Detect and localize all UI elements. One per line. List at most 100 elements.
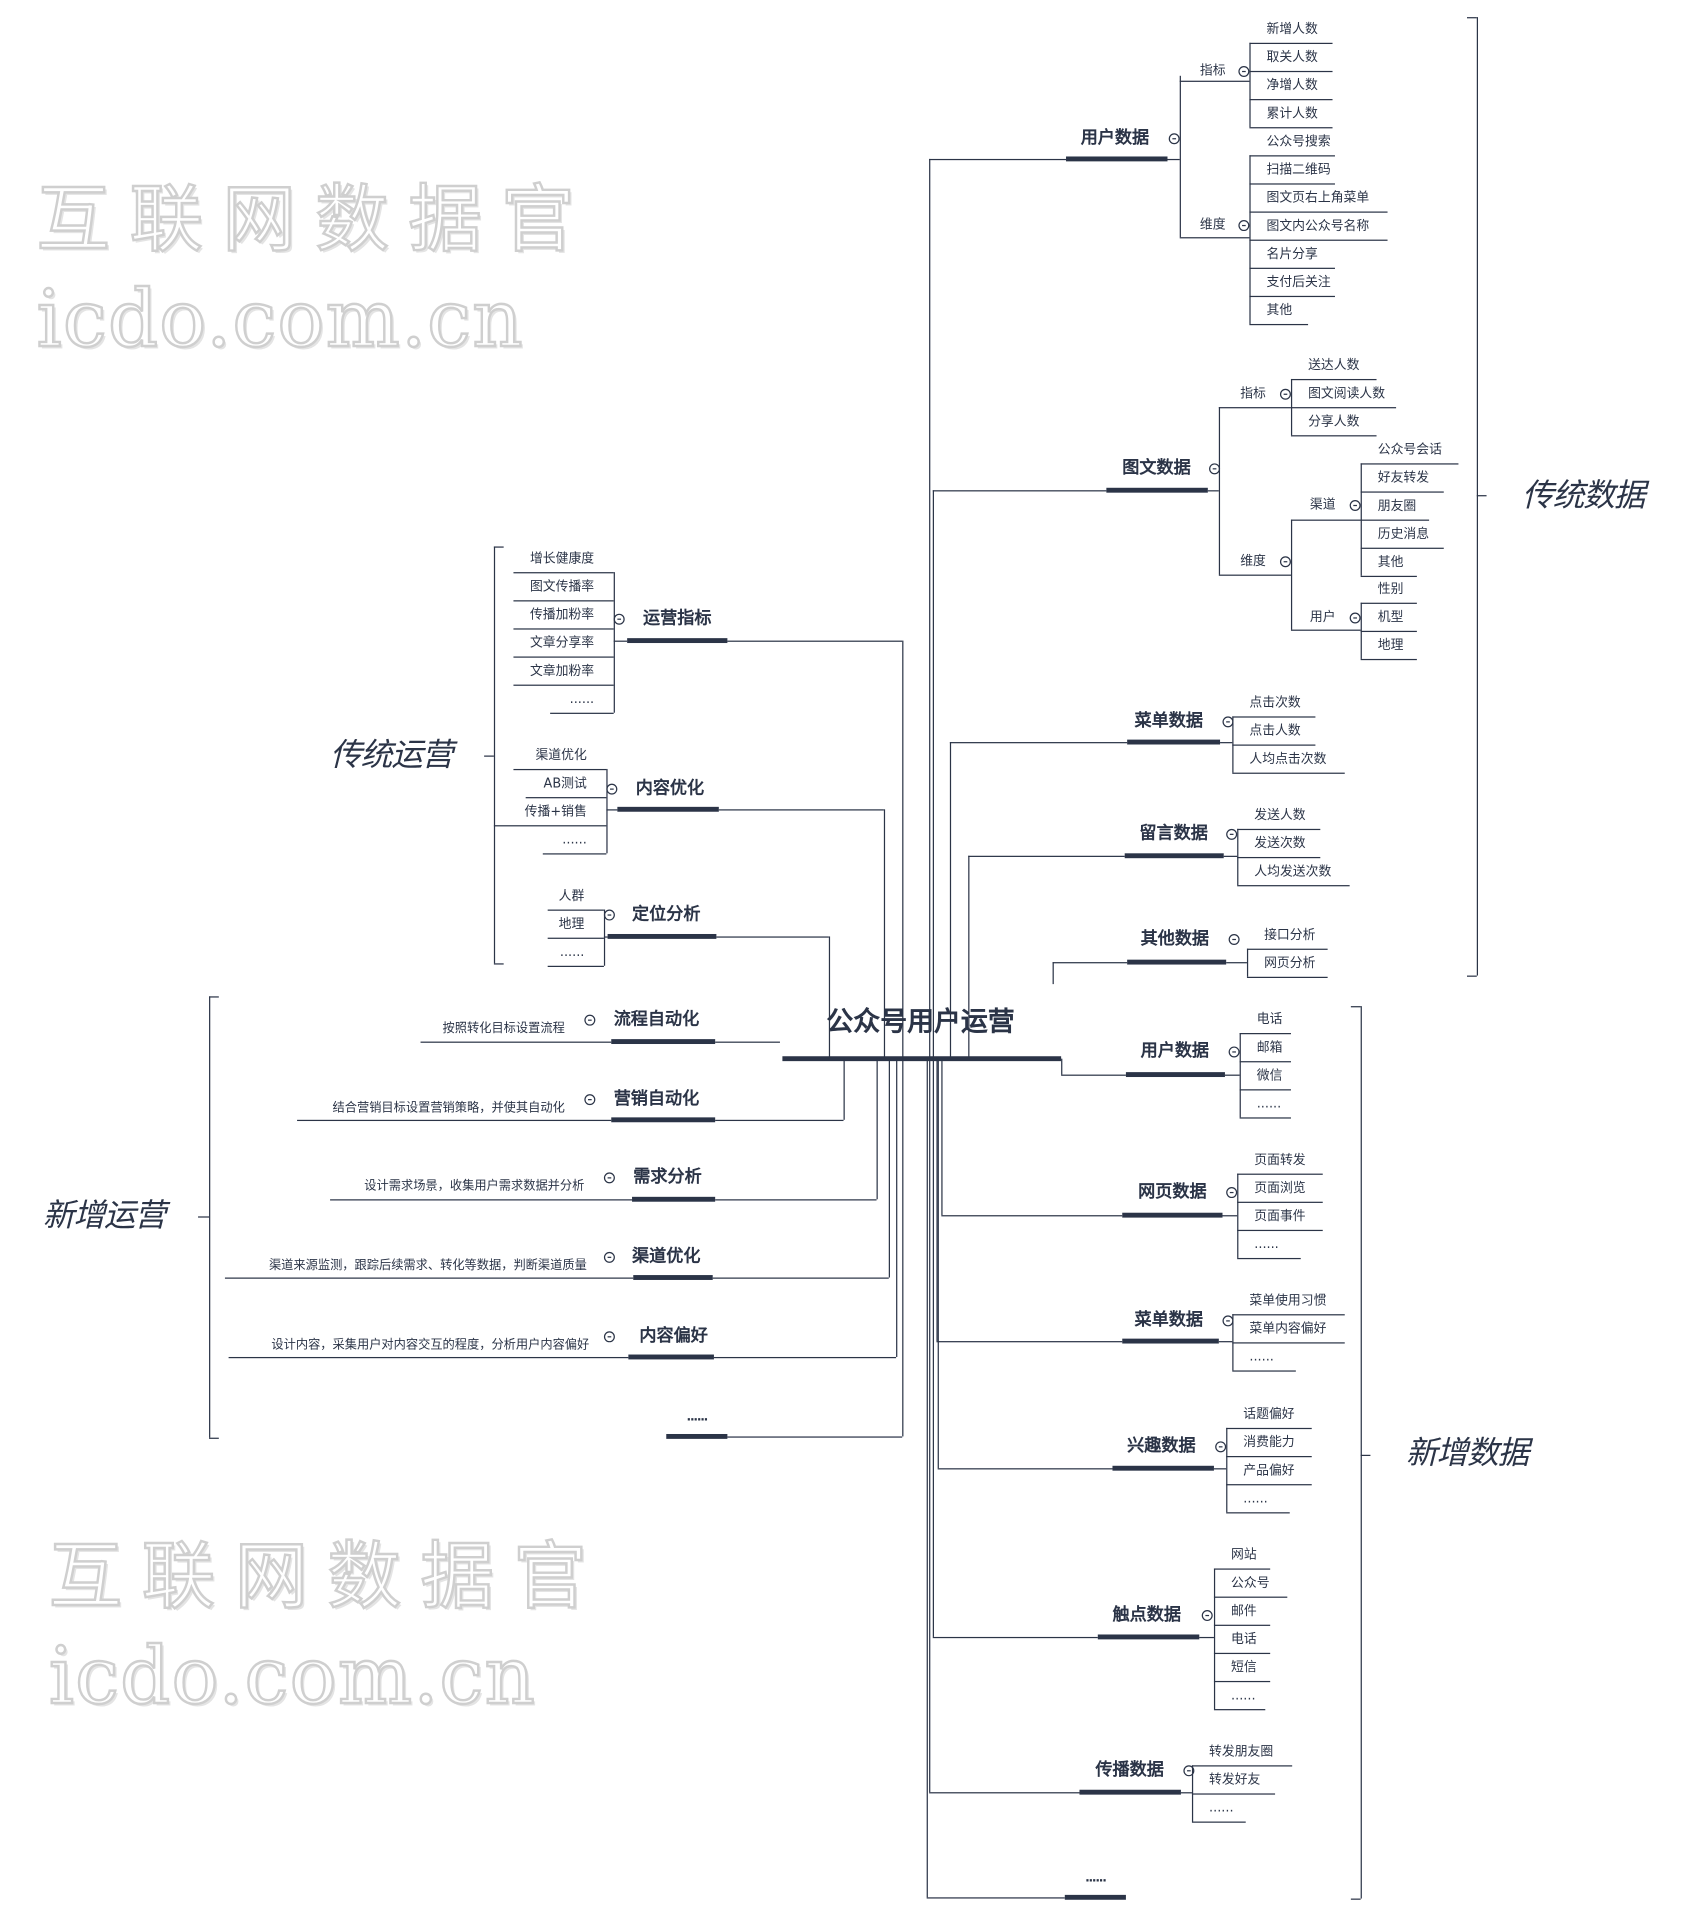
leaf-node[interactable]: 发送人数: [1254, 808, 1306, 823]
leaf-node[interactable]: ......: [1249, 1349, 1274, 1365]
collapse-toggle-icon[interactable]: [1183, 1765, 1195, 1777]
leaf-node[interactable]: 菜单内容偏好: [1249, 1321, 1327, 1337]
branch-node[interactable]: 营销自动化: [613, 1089, 700, 1109]
branch-node[interactable]: 定位分析: [632, 904, 701, 925]
leaf-node[interactable]: 邮箱: [1256, 1040, 1283, 1056]
branch-node[interactable]: 内容优化: [635, 778, 705, 799]
branch-node[interactable]: 触点数据: [1112, 1605, 1181, 1625]
sub-node[interactable]: 用户: [1309, 610, 1336, 625]
leaf-node[interactable]: 网站: [1231, 1547, 1257, 1563]
leaf-node[interactable]: 公众号: [1231, 1575, 1270, 1591]
leaf-node[interactable]: 图文内公众号名称: [1266, 218, 1370, 234]
leaf-node[interactable]: 净增人数: [1266, 78, 1318, 93]
collapse-toggle-icon[interactable]: [603, 1172, 615, 1184]
leaf-node[interactable]: ......: [569, 691, 595, 707]
branch-node-more[interactable]: ......: [1085, 1871, 1107, 1886]
leaf-node[interactable]: 页面事件: [1254, 1209, 1306, 1224]
leaf-node[interactable]: 微信: [1256, 1068, 1283, 1084]
leaf-node[interactable]: 朋友圈: [1377, 498, 1417, 514]
collapse-toggle-icon[interactable]: [1201, 1610, 1213, 1622]
branch-node[interactable]: 用户数据: [1080, 128, 1150, 148]
branch-node[interactable]: 网页数据: [1138, 1182, 1207, 1202]
collapse-toggle-icon[interactable]: [1226, 828, 1238, 840]
leaf-node[interactable]: 电话: [1231, 1632, 1257, 1647]
root-topic[interactable]: 公众号用户运营: [826, 1007, 1015, 1038]
leaf-node[interactable]: 文章加粉率: [529, 663, 595, 679]
branch-node[interactable]: 兴趣数据: [1127, 1436, 1196, 1456]
leaf-node[interactable]: 传播加粉率: [529, 607, 595, 623]
leaf-node[interactable]: ......: [1243, 1491, 1268, 1507]
leaf-node[interactable]: 人均发送次数: [1254, 864, 1332, 879]
leaf-node[interactable]: 转发好友: [1209, 1772, 1261, 1788]
leaf-node[interactable]: ......: [1254, 1237, 1279, 1252]
leaf-node[interactable]: 图文页右上角菜单: [1266, 190, 1370, 206]
collapse-toggle-icon[interactable]: [1238, 66, 1250, 78]
sub-node[interactable]: 指标: [1199, 63, 1226, 79]
leaf-node[interactable]: 地理: [1377, 638, 1404, 653]
leaf-node[interactable]: 好友转发: [1377, 470, 1430, 486]
collapse-toggle-icon[interactable]: [584, 1014, 596, 1026]
branch-node[interactable]: 用户数据: [1140, 1041, 1210, 1062]
leaf-node[interactable]: 图文传播率: [529, 579, 595, 595]
branch-node[interactable]: 需求分析: [633, 1167, 702, 1188]
leaf-node[interactable]: 扫描二维码: [1266, 162, 1331, 178]
collapse-toggle-icon[interactable]: [1238, 220, 1250, 232]
leaf-node[interactable]: 电话: [1256, 1012, 1283, 1027]
leaf-node[interactable]: 性别: [1377, 581, 1404, 597]
leaf-node[interactable]: 话题偏好: [1243, 1407, 1295, 1422]
collapse-toggle-icon[interactable]: [1349, 612, 1361, 624]
leaf-node[interactable]: 机型: [1377, 610, 1404, 625]
leaf-node[interactable]: 文章分享率: [529, 635, 595, 651]
collapse-toggle-icon[interactable]: [1215, 1441, 1227, 1453]
leaf-node[interactable]: 页面转发: [1254, 1152, 1306, 1168]
branch-node[interactable]: 菜单数据: [1134, 711, 1203, 732]
leaf-node[interactable]: 点击人数: [1249, 723, 1301, 739]
branch-node[interactable]: 留言数据: [1139, 823, 1208, 844]
leaf-node[interactable]: ......: [562, 832, 587, 848]
leaf-node[interactable]: 新增人数: [1266, 22, 1318, 37]
branch-node[interactable]: 渠道优化: [632, 1246, 701, 1267]
collapse-toggle-icon[interactable]: [603, 1331, 615, 1343]
collapse-toggle-icon[interactable]: [1228, 1046, 1240, 1058]
branch-node[interactable]: 传播数据: [1095, 1760, 1164, 1780]
leaf-node[interactable]: 累计人数: [1266, 106, 1318, 122]
leaf-node[interactable]: 取关人数: [1266, 50, 1318, 65]
leaf-node[interactable]: 送达人数: [1308, 358, 1360, 373]
collapse-toggle-icon[interactable]: [613, 613, 625, 625]
leaf-node[interactable]: ......: [1231, 1688, 1256, 1703]
leaf-node[interactable]: ......: [1209, 1800, 1234, 1816]
leaf-node[interactable]: 消费能力: [1243, 1435, 1295, 1450]
leaf-node[interactable]: 其他: [1266, 303, 1293, 318]
collapse-toggle-icon[interactable]: [1279, 388, 1291, 400]
branch-node-more[interactable]: ......: [686, 1410, 709, 1425]
collapse-toggle-icon[interactable]: [1168, 133, 1180, 145]
collapse-toggle-icon[interactable]: [1228, 933, 1240, 945]
leaf-node[interactable]: 邮件: [1231, 1603, 1257, 1619]
collapse-toggle-icon[interactable]: [603, 1251, 615, 1263]
leaf-node[interactable]: 历史消息: [1377, 526, 1430, 542]
leaf-node[interactable]: 公众号搜索: [1266, 134, 1331, 150]
branch-node[interactable]: 运营指标: [643, 608, 712, 629]
sub-node[interactable]: 维度: [1199, 217, 1226, 233]
leaf-node[interactable]: 渠道优化: [535, 748, 587, 763]
leaf-node[interactable]: 名片分享: [1266, 246, 1318, 262]
leaf-node[interactable]: 短信: [1231, 1660, 1257, 1675]
leaf-node[interactable]: 增长健康度: [529, 551, 595, 567]
leaf-node[interactable]: 传播+销售: [524, 804, 587, 820]
collapse-toggle-icon[interactable]: [606, 783, 618, 795]
branch-node[interactable]: 内容偏好: [639, 1326, 708, 1346]
leaf-node[interactable]: 网页分析: [1264, 955, 1316, 971]
leaf-node[interactable]: 公众号会话: [1377, 442, 1442, 458]
leaf-node[interactable]: 菜单使用习惯: [1249, 1293, 1327, 1309]
leaf-node[interactable]: 转发朋友圈: [1209, 1744, 1274, 1760]
leaf-node[interactable]: 人群: [558, 888, 585, 904]
branch-node[interactable]: 图文数据: [1122, 458, 1191, 478]
leaf-node[interactable]: ......: [559, 944, 585, 960]
collapse-toggle-icon[interactable]: [1279, 556, 1291, 568]
leaf-node[interactable]: 接口分析: [1264, 927, 1316, 943]
sub-node[interactable]: 渠道: [1309, 497, 1336, 513]
leaf-node[interactable]: ......: [1256, 1096, 1282, 1112]
collapse-toggle-icon[interactable]: [584, 1094, 596, 1106]
leaf-node[interactable]: 分享人数: [1308, 414, 1360, 430]
collapse-toggle-icon[interactable]: [603, 909, 615, 921]
